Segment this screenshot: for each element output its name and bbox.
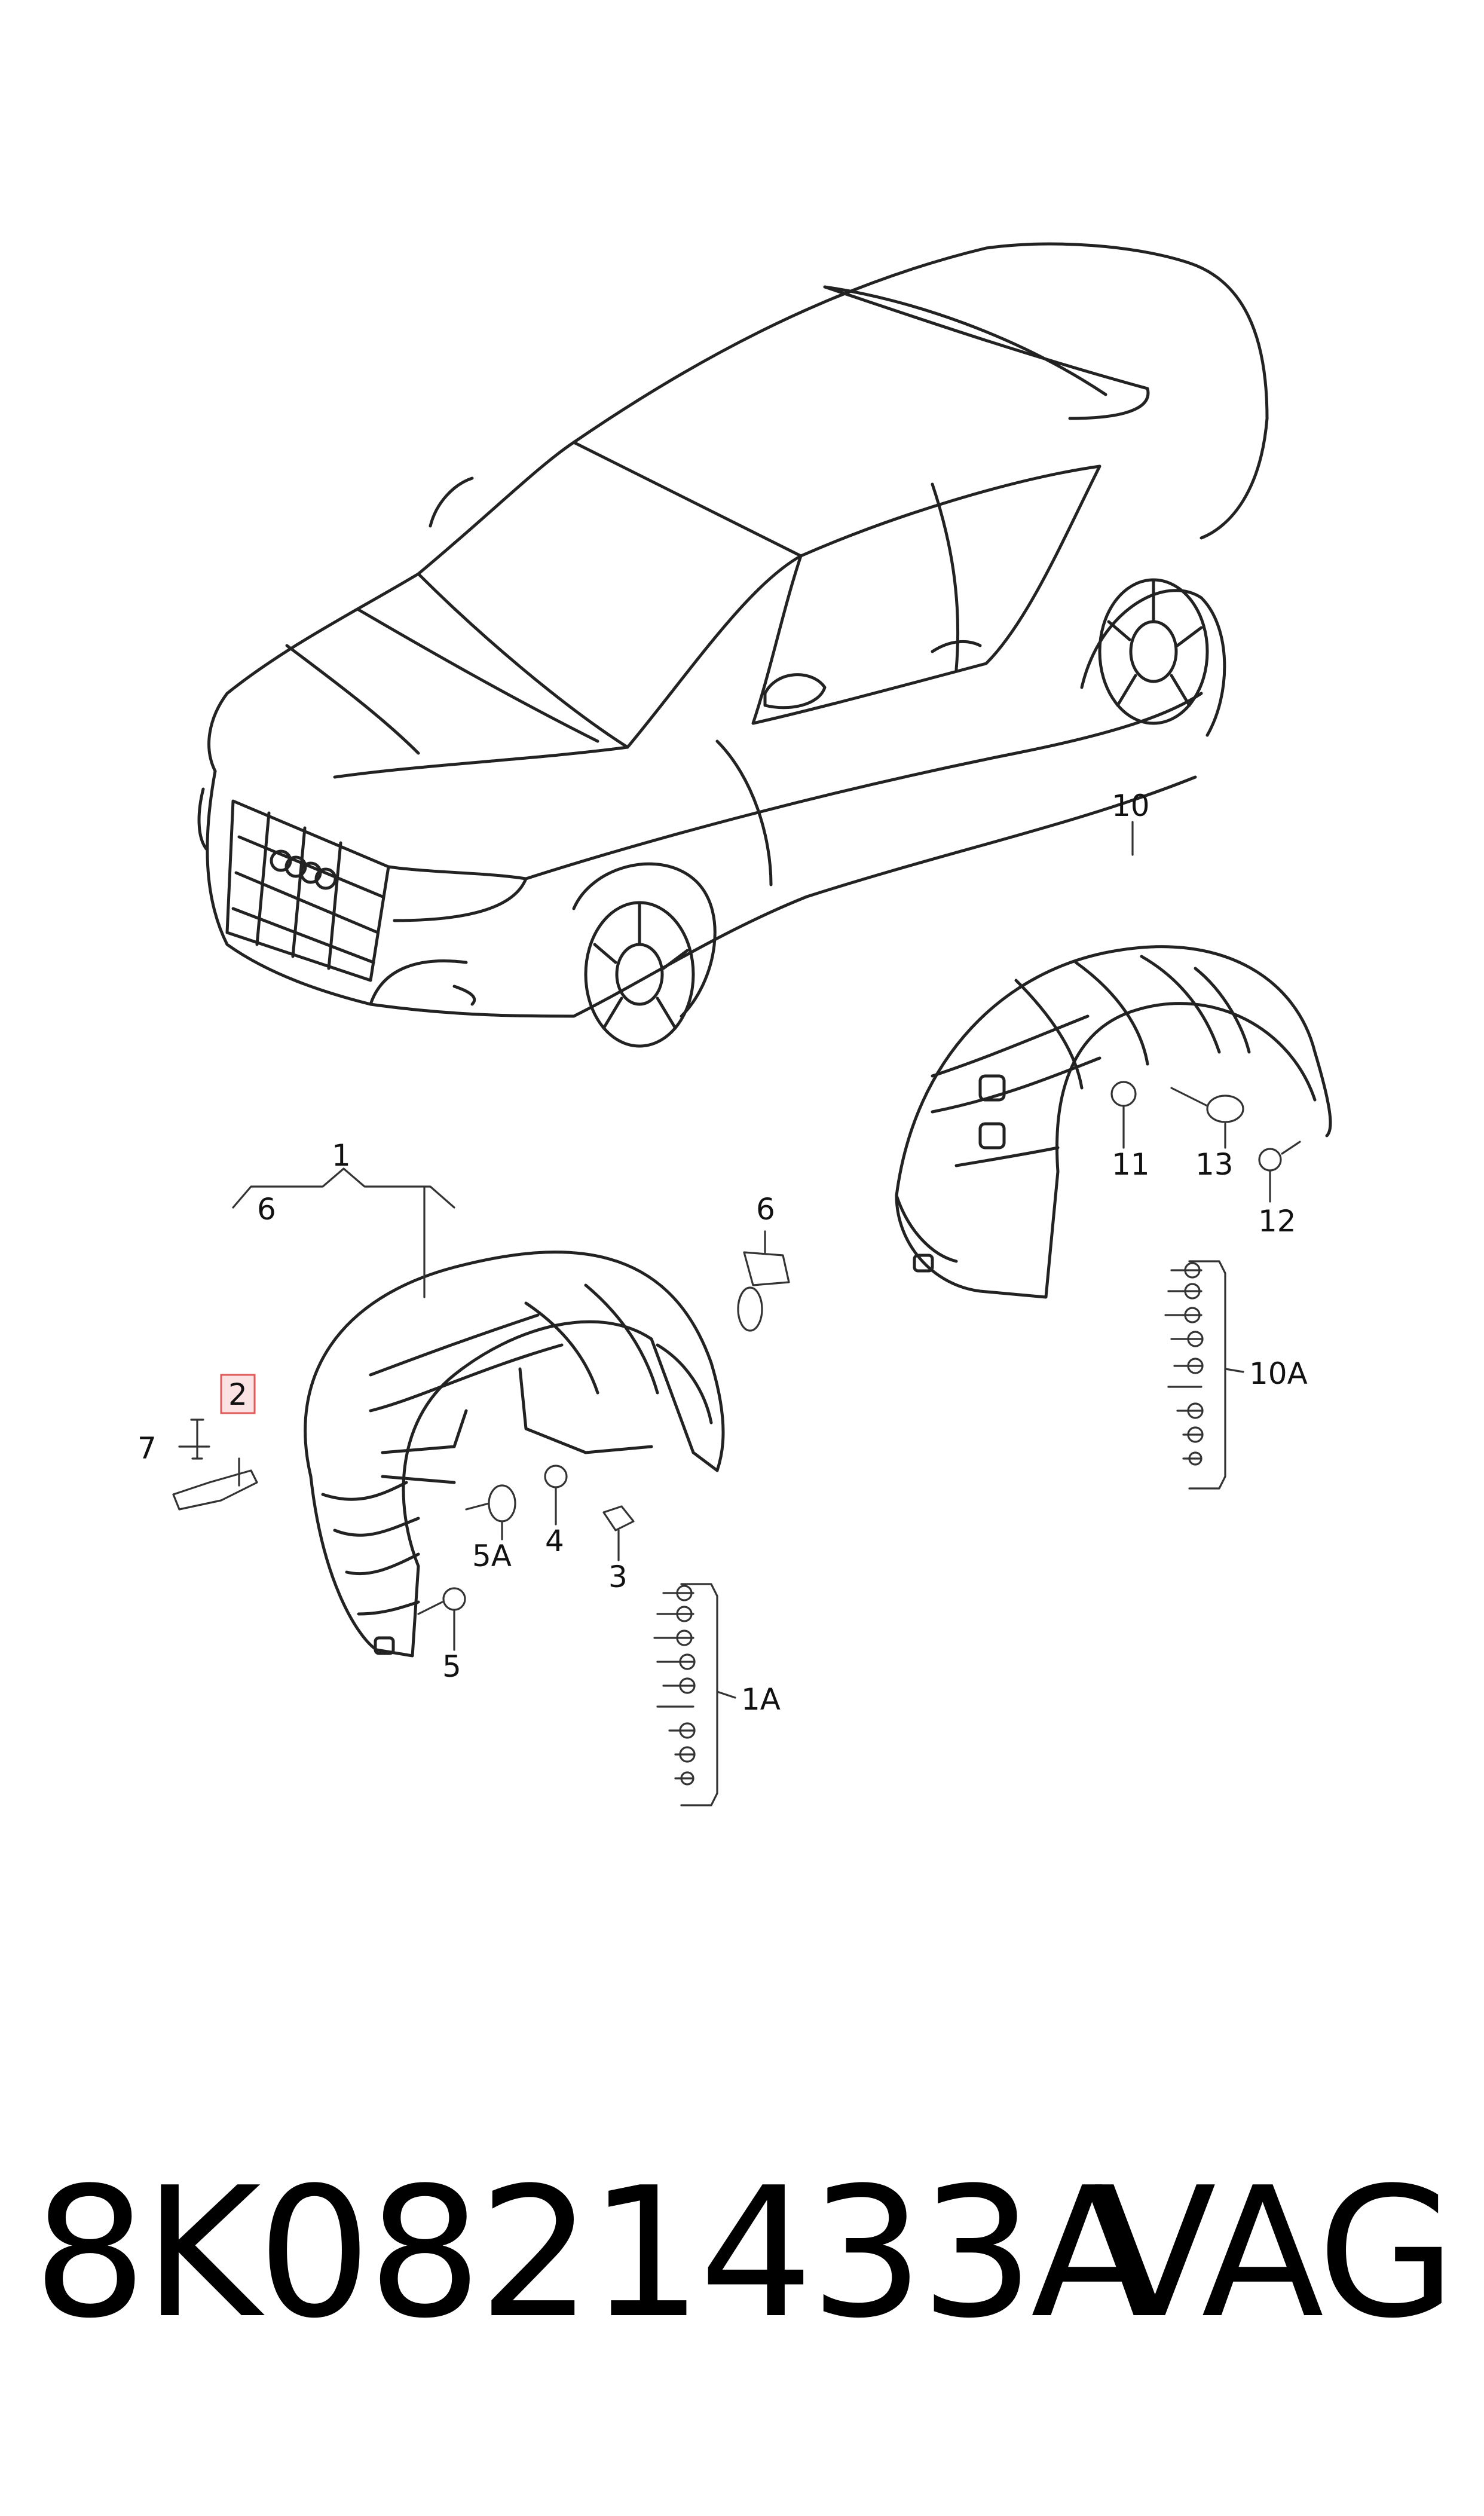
callout-4: 4: [545, 1524, 564, 1558]
screw-5-icon: [417, 1587, 466, 1651]
front-wheel-liner: [304, 1251, 725, 1658]
callout-12: 12: [1258, 1204, 1296, 1239]
push-pin-13-icon: [1170, 1087, 1244, 1149]
screw-12-icon: [1258, 1141, 1301, 1203]
brand-name: VAG: [1094, 2149, 1456, 2358]
rear-wheel-liner: [895, 945, 1332, 1299]
callout-7: 7: [137, 1431, 157, 1466]
callout-2-highlight: [220, 1374, 256, 1414]
callout-leaders: [232, 821, 1134, 1298]
bracket-2-icon: [172, 1457, 258, 1511]
part-number: 8K0821433A: [33, 2149, 1153, 2358]
callout-1: 1: [332, 1138, 351, 1173]
callout-2: 2: [228, 1377, 247, 1412]
car-illustration: [197, 242, 1269, 1048]
callout-6-left: 6: [257, 1192, 276, 1227]
nut-11-icon: [1110, 1081, 1137, 1149]
callout-3: 3: [608, 1560, 628, 1594]
nut-4-icon: [544, 1465, 568, 1526]
bracket-6-icon: [737, 1230, 790, 1332]
callout-5a: 5A: [472, 1539, 512, 1573]
hardware-kit-1a: [653, 1583, 736, 1806]
push-pin-5a-icon: [465, 1484, 516, 1540]
clip-3-icon: [602, 1505, 635, 1561]
hardware-kit-10a: [1164, 1260, 1244, 1490]
callout-11: 11: [1112, 1147, 1150, 1182]
callout-10a: 10A: [1249, 1356, 1308, 1391]
callout-10: 10: [1112, 788, 1150, 823]
callout-1a: 1A: [741, 1682, 781, 1717]
callout-6-right: 6: [756, 1192, 775, 1227]
callout-13: 13: [1195, 1147, 1234, 1182]
clip-7-icon: [178, 1419, 210, 1460]
callout-5: 5: [442, 1649, 461, 1684]
